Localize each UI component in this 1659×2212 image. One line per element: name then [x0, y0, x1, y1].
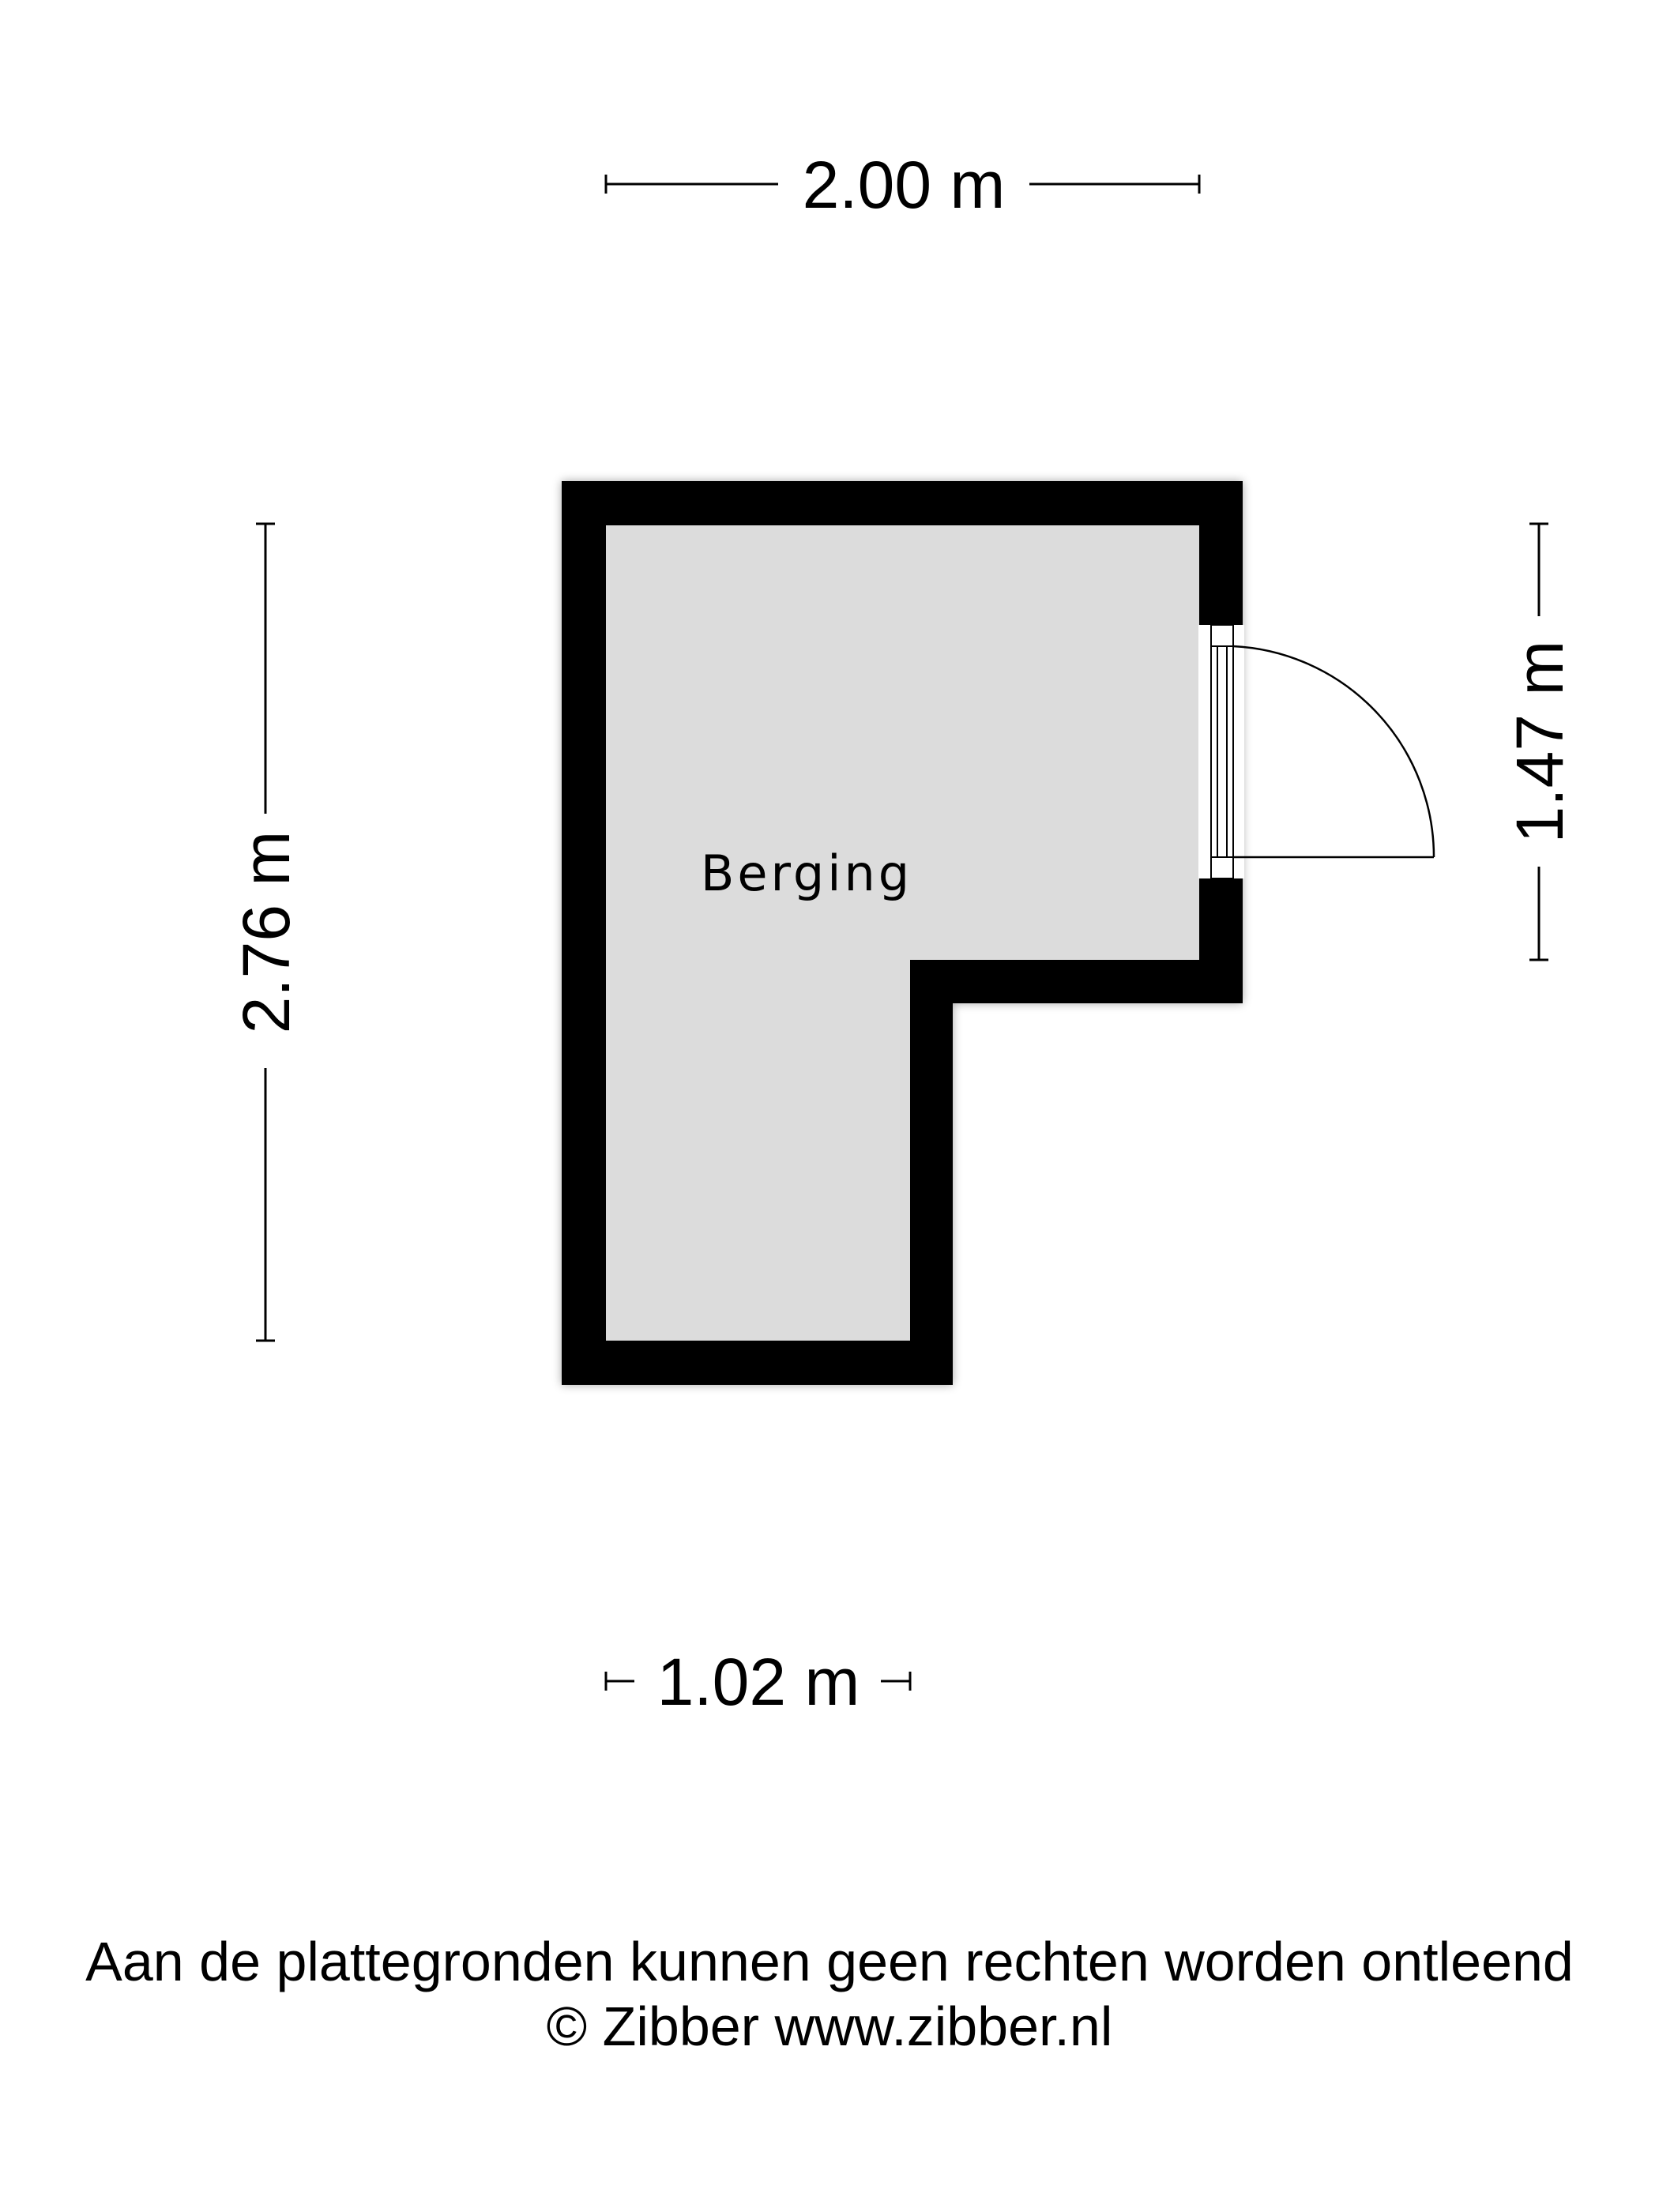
- dimension-bottom: [604, 1672, 912, 1691]
- door-swing: [1232, 645, 1435, 859]
- dimension-bottom-label: 1.02 m: [657, 1645, 860, 1719]
- dimension-left: [256, 522, 275, 1342]
- dimension-top: [604, 175, 1201, 194]
- door-frame: [1210, 624, 1234, 879]
- disclaimer-text: Aan de plattegronden kunnen geen rechten…: [85, 1931, 1574, 1992]
- room-floor: [606, 525, 1199, 1341]
- dimension-right-label: 1.47 m: [1503, 641, 1577, 844]
- dimension-right: [1529, 522, 1548, 961]
- copyright-text: © Zibber www.zibber.nl: [546, 1996, 1113, 2057]
- dimension-left-label: 2.76 m: [229, 831, 303, 1034]
- room-label: Berging: [701, 845, 912, 902]
- dimension-top-label: 2.00 m: [803, 148, 1006, 222]
